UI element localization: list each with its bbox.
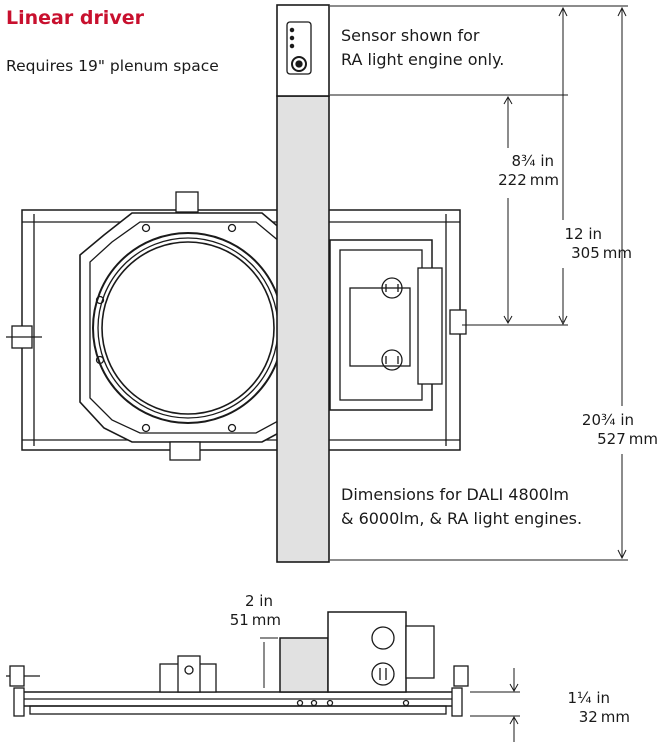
dimensions-note-line-1: Dimensions for DALI 4800lm [341, 485, 570, 504]
dim-51-mm: 51 mm [229, 611, 281, 629]
dim-8-75-in: 8¾ in [511, 152, 554, 170]
dimension-lines [330, 5, 628, 561]
dim-20-75-in: 20¾ in [581, 411, 634, 429]
sensor-note-line-1: Sensor shown for [341, 26, 480, 45]
dim-527-mm: 527 mm [597, 430, 658, 448]
top-view [6, 4, 467, 563]
dim-222-mm: 222 mm [498, 171, 559, 189]
dim-2-in: 2 in [245, 592, 273, 610]
dim-32-mm: 32 mm [578, 708, 630, 726]
plenum-requirement: Requires 19" plenum space [6, 57, 219, 75]
side-dimension-lines [260, 637, 520, 742]
diagram-title: Linear driver [6, 7, 144, 29]
dimensions-note-line-2: & 6000lm, & RA light engines. [341, 509, 583, 528]
dim-1-25-in: 1¼ in [567, 689, 610, 707]
dim-305-mm: 305 mm [571, 244, 632, 262]
sensor-note-line-2: RA light engine only. [341, 50, 505, 69]
side-view [6, 611, 469, 717]
dim-12-in: 12 in [564, 225, 602, 243]
